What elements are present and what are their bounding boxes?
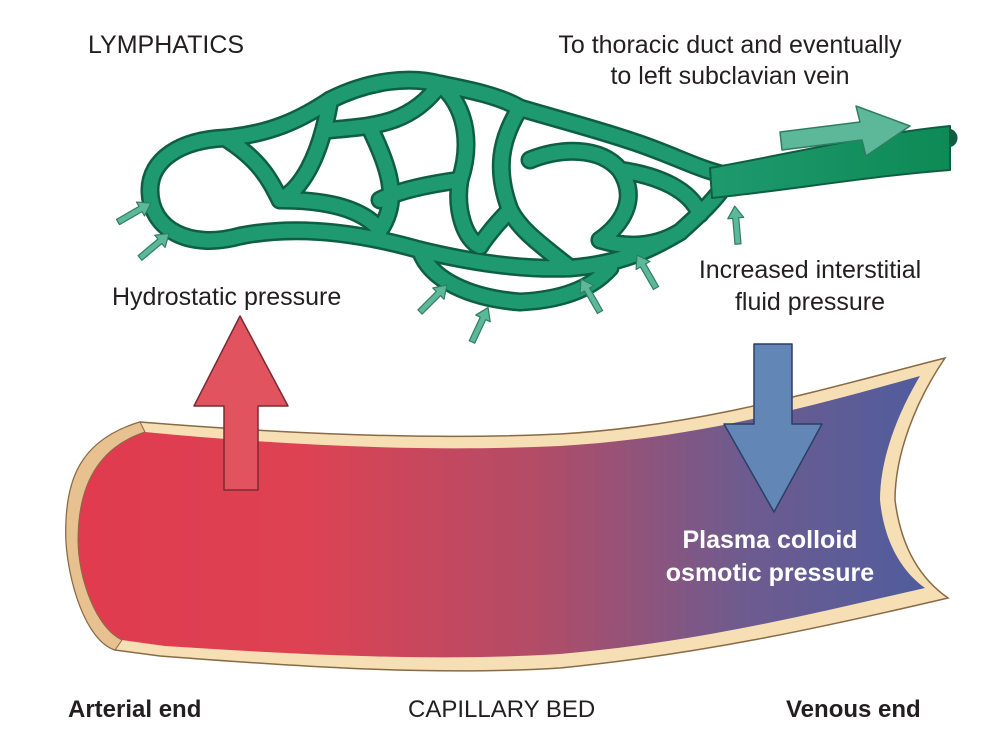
lymphatics-label: LYMPHATICS bbox=[88, 31, 245, 59]
plasma-osmotic-label-line2: osmotic pressure bbox=[665, 559, 875, 587]
interstitial-pressure-label-line1: Increased interstitial bbox=[698, 256, 922, 284]
lymph-flow-arrow bbox=[779, 105, 911, 157]
thoracic-duct-label-line2: to left subclavian vein bbox=[610, 62, 850, 90]
small-arrow bbox=[115, 201, 152, 226]
venous-end-label: Venous end bbox=[786, 696, 921, 723]
capillary-lumen bbox=[78, 376, 925, 658]
interstitial-pressure-label-line2: fluid pressure bbox=[734, 288, 886, 316]
small-arrow bbox=[468, 306, 491, 344]
hydrostatic-pressure-arrow bbox=[193, 315, 289, 491]
lymphatic-network bbox=[140, 70, 958, 312]
capillary-end-cap bbox=[65, 421, 146, 651]
interstitial-inflow-arrows bbox=[115, 201, 745, 344]
small-arrow bbox=[137, 232, 170, 261]
small-arrow bbox=[579, 278, 604, 315]
hydrostatic-pressure-label: Hydrostatic pressure bbox=[112, 283, 342, 311]
capillary-vessel bbox=[65, 356, 950, 672]
small-arrow bbox=[635, 254, 660, 291]
capillary-bed-label: CAPILLARY BED bbox=[408, 696, 596, 723]
osmotic-pressure-arrow bbox=[723, 343, 823, 513]
plasma-osmotic-label-line1: Plasma colloid bbox=[682, 526, 858, 554]
arterial-end-label: Arterial end bbox=[68, 696, 202, 723]
small-arrow bbox=[417, 284, 448, 315]
small-arrow bbox=[727, 205, 745, 245]
thoracic-duct-trunk bbox=[709, 125, 951, 199]
thoracic-duct-label-line1: To thoracic duct and eventually bbox=[558, 31, 902, 59]
